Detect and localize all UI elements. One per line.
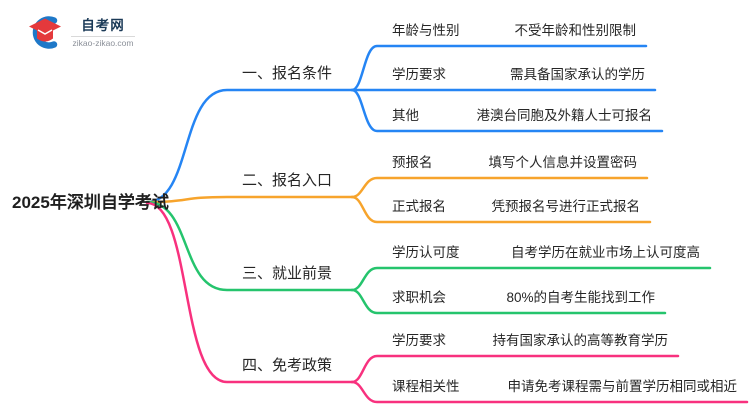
subtopic-key: 学历认可度 [392, 245, 460, 260]
subtopic-key: 年龄与性别 [392, 23, 460, 38]
logo-divider [71, 35, 135, 37]
subtopic-row[interactable]: 年龄与性别 不受年龄和性别限制 [378, 16, 646, 46]
subtopic-value: 需具备国家承认的学历 [510, 67, 645, 82]
subtopic-key: 学历要求 [392, 67, 446, 82]
subtopic-row[interactable]: 其他 港澳台同胞及外籍人士可报名 [378, 101, 662, 131]
logo-site-name: 自考网 [81, 17, 125, 33]
subtopic-key: 其他 [392, 108, 419, 123]
subtopic-value: 填写个人信息并设置密码 [488, 155, 638, 170]
subtopic-row[interactable]: 学历认可度 自考学历在就业市场上认可度高 [378, 238, 710, 268]
branch-topic-1[interactable]: 一、报名条件 [242, 65, 333, 82]
branch-topic-2[interactable]: 二、报名入口 [242, 172, 333, 189]
subtopic-row[interactable]: 课程相关性 申请免考课程需与前置学历相同或相近 [378, 372, 747, 402]
subtopic-row[interactable]: 预报名 填写个人信息并设置密码 [378, 148, 647, 178]
root-topic[interactable]: 2025年深圳自学考试 [12, 193, 169, 212]
subtopic-row[interactable]: 求职机会 80%的自考生能找到工作 [378, 283, 665, 313]
subtopic-value: 凭预报名号进行正式报名 [491, 199, 641, 214]
logo-site-url: zikao-zikao.com [72, 37, 134, 48]
subtopic-value: 不受年龄和性别限制 [514, 23, 637, 38]
subtopic-value: 自考学历在就业市场上认可度高 [511, 245, 700, 260]
subtopic-row[interactable]: 学历要求 持有国家承认的高等教育学历 [378, 326, 678, 356]
subtopic-key: 课程相关性 [392, 379, 460, 394]
subtopic-value: 80%的自考生能找到工作 [506, 290, 655, 305]
subtopic-key: 预报名 [392, 155, 433, 170]
subtopic-row[interactable]: 学历要求 需具备国家承认的学历 [378, 60, 655, 90]
site-logo: 自考网 zikao-zikao.com [26, 16, 135, 49]
branch-topic-4[interactable]: 四、免考政策 [242, 357, 333, 374]
branch-topic-3[interactable]: 三、就业前景 [242, 265, 333, 282]
logo-graduation-cap-icon [29, 16, 61, 49]
subtopic-value: 申请免考课程需与前置学历相同或相近 [507, 379, 738, 394]
subtopic-key: 正式报名 [392, 199, 446, 214]
logo-text-block: 自考网 zikao-zikao.com [71, 18, 135, 48]
subtopic-value: 港澳台同胞及外籍人士可报名 [476, 108, 653, 123]
subtopic-value: 持有国家承认的高等教育学历 [492, 333, 669, 348]
subtopic-key: 学历要求 [392, 333, 446, 348]
subtopic-row[interactable]: 正式报名 凭预报名号进行正式报名 [378, 192, 650, 222]
subtopic-key: 求职机会 [392, 290, 446, 305]
